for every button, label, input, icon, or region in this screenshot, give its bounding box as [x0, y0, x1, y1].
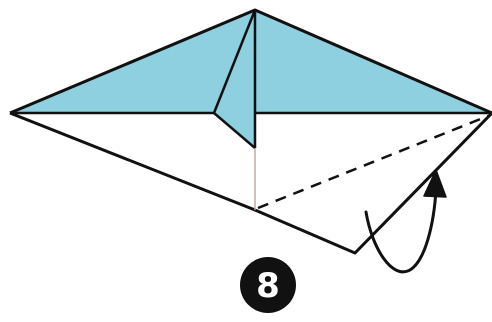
- inner-flap-edge-top: [212, 9, 257, 114]
- inner-flap-edge-bottom: [213, 112, 256, 149]
- white-lower-right-panel: [255, 113, 492, 253]
- step-number: 8: [256, 266, 280, 306]
- step-badge: 8: [240, 257, 296, 313]
- arrowhead-icon: [423, 169, 447, 198]
- inner-blue-flap: [214, 10, 255, 148]
- fold-behind-arrow-icon: [364, 188, 438, 274]
- model-outline: [9, 8, 492, 255]
- valley-fold-dashed-line: [257, 114, 489, 210]
- step-badge-circle: [240, 257, 296, 313]
